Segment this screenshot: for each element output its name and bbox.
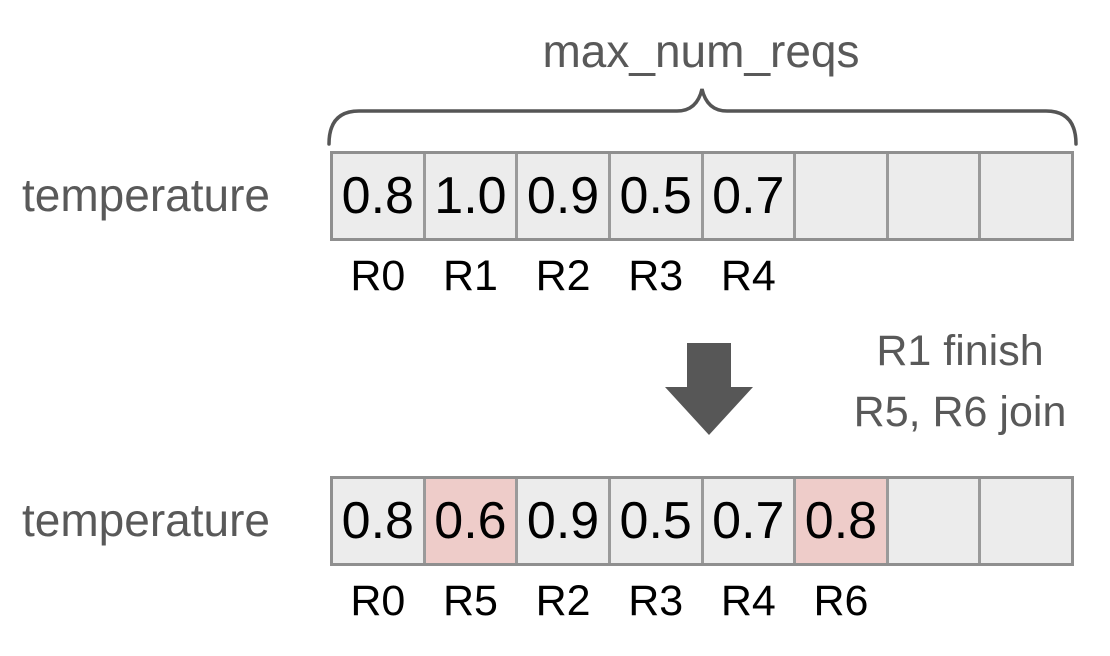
transition-line-1: R1 finish — [876, 327, 1044, 375]
temperature-array-after: 0.8 0.6 0.9 0.5 0.7 0.8 — [330, 476, 1074, 566]
temp-cell: 0.6 — [425, 479, 516, 563]
temperature-label-before: temperature — [22, 169, 271, 221]
temp-cell: 0.5 — [610, 154, 701, 238]
request-label: R3 — [628, 577, 684, 625]
temp-cell-empty — [796, 154, 886, 238]
request-labels-before: R0 R1 R2 R3 R4 — [333, 252, 1071, 301]
request-label: R3 — [628, 252, 684, 300]
request-labels-after: R0 R5 R2 R3 R4 R6 — [333, 577, 1071, 626]
temp-cell-empty — [981, 154, 1071, 238]
request-label — [981, 577, 1071, 626]
request-label: R2 — [535, 577, 591, 625]
down-arrow-icon — [665, 343, 753, 435]
request-label: R0 — [350, 577, 406, 625]
request-label: R4 — [720, 252, 776, 300]
request-label: R4 — [720, 577, 776, 625]
temp-cell: 1.0 — [425, 154, 516, 238]
transition-note: R1 finish R5, R6 join — [820, 321, 1100, 443]
transition-line-2: R5, R6 join — [853, 388, 1067, 436]
max-num-reqs-label: max_num_reqs — [542, 25, 860, 77]
temperature-label-after: temperature — [22, 494, 271, 546]
request-label: R1 — [442, 252, 498, 300]
temp-cell: 0.7 — [703, 479, 794, 563]
request-label: R6 — [813, 577, 869, 625]
request-label: R5 — [442, 577, 498, 625]
temp-cell: 0.8 — [796, 479, 886, 563]
request-label — [796, 252, 886, 301]
request-label — [889, 577, 979, 626]
temp-cell-empty — [888, 154, 979, 238]
temperature-array-before: 0.8 1.0 0.9 0.5 0.7 — [330, 151, 1074, 241]
temp-cell-empty — [888, 479, 979, 563]
temp-cell: 0.9 — [518, 479, 608, 563]
temp-cell: 0.8 — [333, 154, 423, 238]
temp-cell: 0.9 — [518, 154, 608, 238]
temp-cell: 0.5 — [610, 479, 701, 563]
request-label: R2 — [535, 252, 591, 300]
temp-cell: 0.8 — [333, 479, 423, 563]
curly-brace-icon — [327, 88, 1078, 146]
temp-cell-empty — [981, 479, 1071, 563]
request-label — [981, 252, 1071, 301]
temp-cell: 0.7 — [703, 154, 794, 238]
request-label — [889, 252, 979, 301]
request-label: R0 — [350, 252, 406, 300]
